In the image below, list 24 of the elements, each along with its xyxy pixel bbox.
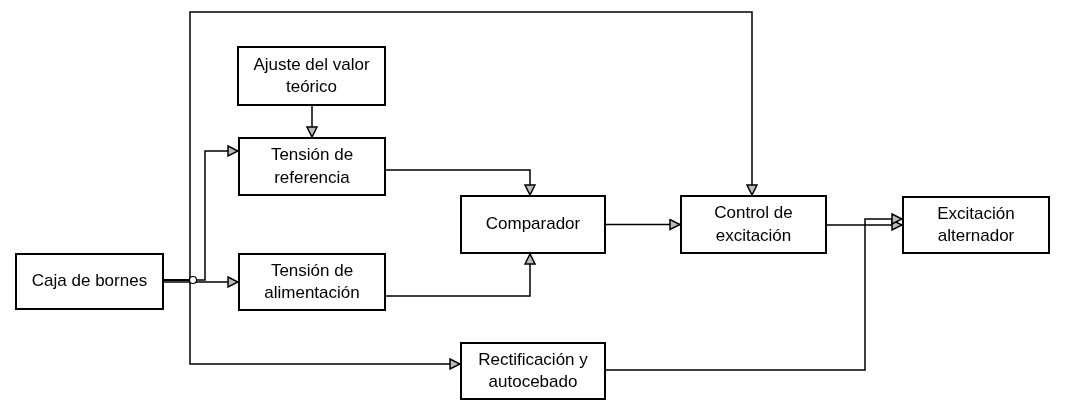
arrow bbox=[385, 169, 536, 196]
process-box bbox=[238, 253, 386, 311]
box-label: Caja de bornes bbox=[31, 270, 148, 293]
arrow bbox=[385, 253, 536, 297]
arrow bbox=[306, 105, 318, 138]
arrow bbox=[826, 219, 903, 231]
box-label: Comparador bbox=[485, 213, 581, 236]
box-label: Tensión de referencia bbox=[269, 144, 355, 189]
box-label: Rectificación y autocebado bbox=[477, 348, 589, 393]
process-box bbox=[460, 342, 606, 400]
process-box bbox=[238, 137, 386, 196]
process-box bbox=[15, 253, 164, 310]
box-label: Control de excitación bbox=[713, 202, 794, 247]
process-box bbox=[680, 195, 827, 254]
process-box bbox=[902, 196, 1050, 254]
arrow bbox=[605, 218, 681, 231]
box-label: Tensión de alimentación bbox=[263, 259, 361, 304]
process-box bbox=[237, 46, 386, 106]
box-label: Excitación alternador bbox=[936, 202, 1016, 247]
process-box bbox=[460, 195, 606, 254]
arrow bbox=[163, 276, 239, 288]
arrow bbox=[605, 213, 903, 371]
box-label: Ajuste del valor teórico bbox=[252, 53, 371, 98]
arrow bbox=[163, 11, 758, 281]
